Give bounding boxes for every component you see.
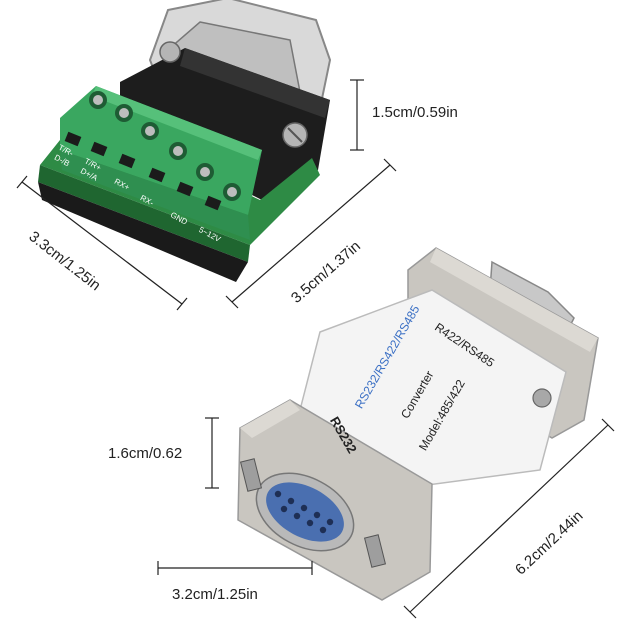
converter-db9-female [239,458,387,568]
dimension-lines [16,79,615,619]
top-db9-connector [120,0,332,200]
converter-housing [237,247,599,601]
converter-thumbscrews [239,458,387,568]
dimension-top-height: 1.5cm/0.59in [372,104,458,121]
dimension-bottom-width: 3.2cm/1.25in [172,586,258,603]
terminal-screws [89,91,241,201]
top-terminal-block [60,86,262,240]
dimension-bottom-height: 1.6cm/0.62 [108,445,183,462]
